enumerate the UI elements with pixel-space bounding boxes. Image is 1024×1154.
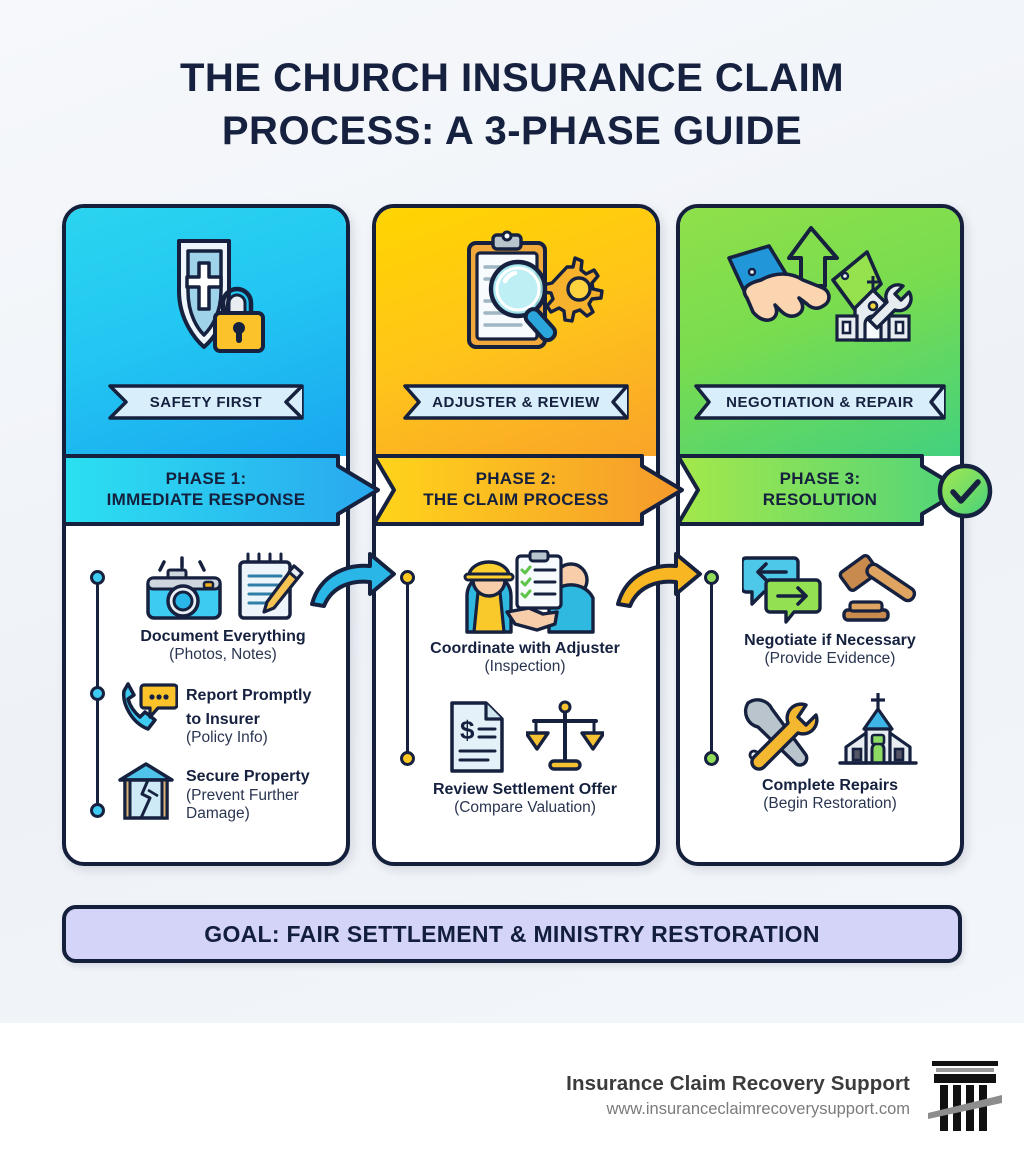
step-title: Coordinate with Adjuster xyxy=(430,640,620,657)
step-item[interactable]: Secure Property (Prevent Further Damage) xyxy=(114,760,332,824)
step-subtitle: (Begin Restoration) xyxy=(763,795,897,813)
phase-1-badge-label: SAFETY FIRST xyxy=(149,393,263,411)
phase-3-header-art xyxy=(680,220,960,380)
church-wrench-icon xyxy=(835,276,913,342)
timeline-dot xyxy=(704,570,719,585)
broken-window-icon xyxy=(118,762,174,821)
phase-3-badge-label: NEGOTIATION & REPAIR xyxy=(726,393,914,411)
phone-chat-icon xyxy=(122,682,178,731)
scales-icon xyxy=(526,700,604,771)
checklist-clipboard-icon xyxy=(515,550,563,610)
gear-icon xyxy=(540,256,604,323)
phase-2-badge-label: ADJUSTER & REVIEW xyxy=(432,393,600,411)
step-subtitle-cont: Damage) xyxy=(186,805,250,823)
phase-3-timeline xyxy=(704,570,719,766)
svg-text:$: $ xyxy=(460,715,475,745)
phase-1-header: SAFETY FIRST xyxy=(66,208,346,456)
step-subtitle: (Inspection) xyxy=(484,658,566,676)
phase-2-steps: Coordinate with Adjuster (Inspection) $ xyxy=(376,530,656,862)
phase-2-timeline xyxy=(400,570,415,766)
step-title-cont: to Insurer xyxy=(186,711,260,729)
step-title: Complete Repairs xyxy=(761,777,899,795)
step-subtitle: (Compare Valuation) xyxy=(454,799,596,817)
footer-url[interactable]: www.insuranceclaimrecoverysupport.com xyxy=(606,1099,910,1118)
step-subtitle: (Photos, Notes) xyxy=(169,646,277,664)
step-icon-group xyxy=(714,550,946,626)
footer: Insurance Claim Recovery Support www.ins… xyxy=(0,1023,1024,1154)
phase-3-badge: NEGOTIATION & REPAIR xyxy=(694,384,946,420)
goal-label: GOAL: FAIR SETTLEMENT & MINISTRY RESTORA… xyxy=(204,920,820,947)
column-pillar-logo xyxy=(928,1055,1002,1135)
step-title: Secure Property xyxy=(186,768,310,786)
church-icon xyxy=(838,693,918,765)
timeline-dot xyxy=(400,751,415,766)
infographic-canvas: THE CHURCH INSURANCE CLAIM PROCESS: A 3-… xyxy=(0,0,1024,1023)
step-item[interactable]: Report Promptly to Insurer (Policy Info) xyxy=(114,679,332,748)
timeline-dot xyxy=(90,570,105,585)
phase-1-header-art xyxy=(66,220,346,380)
phase-3-header: NEGOTIATION & REPAIR xyxy=(680,208,960,456)
step-subtitle: (Prevent Further xyxy=(186,786,299,804)
check-circle-icon xyxy=(936,462,994,525)
step-title: Negotiate if Necessary xyxy=(744,632,916,649)
step-icon-group xyxy=(114,552,332,622)
phase-2-header: ADJUSTER & REVIEW xyxy=(376,208,656,456)
goal-banner: GOAL: FAIR SETTLEMENT & MINISTRY RESTORA… xyxy=(62,905,962,963)
step-subtitle: (Provide Evidence) xyxy=(764,650,896,668)
notepad-pencil-icon xyxy=(238,552,304,620)
hammer-wrench-icon xyxy=(743,698,819,771)
page-title: THE CHURCH INSURANCE CLAIM PROCESS: A 3-… xyxy=(0,52,1024,158)
phase-card-2[interactable]: ADJUSTER & REVIEW xyxy=(372,204,660,866)
handshake-inspector-icon xyxy=(463,560,595,634)
step-subtitle: (Policy Info) xyxy=(186,729,268,747)
step-icon-group: $ xyxy=(408,699,642,775)
phase-card-1[interactable]: SAFETY FIRST xyxy=(62,204,350,866)
timeline-line xyxy=(406,577,409,759)
timeline-dot xyxy=(90,803,105,818)
dollar-document-icon: $ xyxy=(450,701,504,773)
phase-1-steps: Document Everything (Photos, Notes) Repo… xyxy=(66,530,346,862)
page-title-line-2: PROCESS: A 3-PHASE GUIDE xyxy=(221,108,803,153)
timeline-dot xyxy=(90,686,105,701)
phase-3-steps: Negotiate if Necessary (Provide Evidence… xyxy=(680,530,960,862)
step-item[interactable]: Negotiate if Necessary (Provide Evidence… xyxy=(714,550,946,669)
padlock-icon xyxy=(213,286,265,353)
shield-cross-icon xyxy=(177,239,231,349)
footer-brand: Insurance Claim Recovery Support xyxy=(566,1071,910,1095)
magnifier-icon xyxy=(488,259,558,343)
step-title: Document Everything xyxy=(140,628,306,645)
timeline-dot xyxy=(400,570,415,585)
camera-icon xyxy=(146,556,222,620)
gavel-icon xyxy=(838,553,917,622)
step-item[interactable]: $ xyxy=(408,699,642,818)
phase-card-3[interactable]: NEGOTIATION & REPAIR xyxy=(676,204,964,866)
step-item[interactable]: Coordinate with Adjuster (Inspection) xyxy=(408,550,642,677)
step-item[interactable]: Document Everything (Photos, Notes) xyxy=(114,552,332,665)
phase-1-timeline xyxy=(90,570,105,818)
step-item[interactable]: Complete Repairs (Begin Restoration) xyxy=(714,691,946,814)
chat-bubbles-icon xyxy=(742,556,822,624)
phase-2-badge: ADJUSTER & REVIEW xyxy=(403,384,629,420)
timeline-dot xyxy=(704,751,719,766)
step-icon-group xyxy=(408,550,642,634)
step-title: Review Settlement Offer xyxy=(432,781,618,799)
phase-2-header-art xyxy=(376,220,656,380)
page-title-line-1: THE CHURCH INSURANCE CLAIM xyxy=(179,56,845,100)
step-icon-group xyxy=(714,691,946,771)
phase-1-badge: SAFETY FIRST xyxy=(108,384,304,420)
timeline-line xyxy=(710,577,713,759)
step-title: Report Promptly xyxy=(186,687,312,705)
